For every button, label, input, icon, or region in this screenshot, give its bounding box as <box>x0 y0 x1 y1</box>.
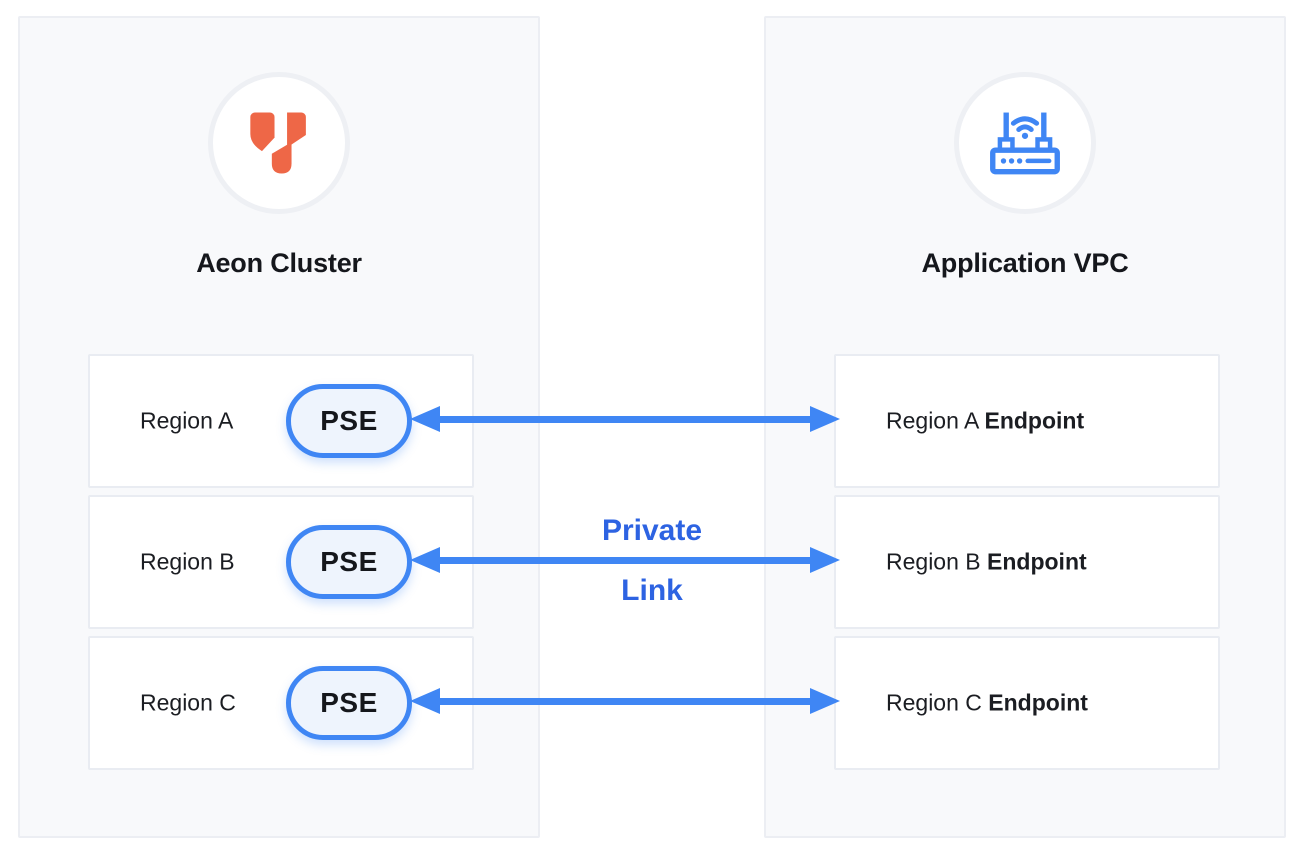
region-c-endpoint-label: Region C Endpoint <box>886 689 1088 716</box>
region-b-endpoint-label: Region B Endpoint <box>886 548 1087 575</box>
region-b-endpoint-row: Region B Endpoint <box>834 495 1220 629</box>
arrow-shaft <box>440 697 810 705</box>
private-link-arrow-region-a <box>410 406 840 432</box>
arrow-left-head-icon <box>410 406 440 432</box>
region-a-label: Region A <box>140 407 234 434</box>
aeon-logo-icon <box>250 112 306 174</box>
left-panel-title: Aeon Cluster <box>196 248 362 278</box>
region-b-label: Region B <box>140 548 235 575</box>
arrow-right-head-icon <box>810 406 840 432</box>
pse-badge-region-b: PSE <box>286 525 412 599</box>
region-c-endpoint-row: Region C Endpoint <box>834 636 1220 770</box>
private-link-label-line1: Private <box>601 514 703 547</box>
private-link-arrow-region-b <box>410 547 840 573</box>
region-b-row: Region B PSE <box>88 495 474 629</box>
arrow-left-head-icon <box>410 547 440 573</box>
arrow-right-head-icon <box>810 547 840 573</box>
region-a-row: Region A PSE <box>88 354 474 488</box>
arrow-left-head-icon <box>410 688 440 714</box>
pse-badge-region-c: PSE <box>286 666 412 740</box>
aeon-logo-badge <box>208 72 350 214</box>
right-panel-title: Application VPC <box>921 248 1129 278</box>
router-icon <box>990 112 1060 175</box>
router-badge <box>954 72 1096 214</box>
region-a-endpoint-row: Region A Endpoint <box>834 354 1220 488</box>
private-link-arrow-region-c <box>410 688 840 714</box>
arrow-right-head-icon <box>810 688 840 714</box>
private-link-label-line2: Link <box>621 574 683 607</box>
region-c-label: Region C <box>140 689 236 716</box>
arrow-shaft <box>440 556 810 564</box>
pse-badge-region-a: PSE <box>286 384 412 458</box>
arrow-shaft <box>440 415 810 423</box>
region-a-endpoint-label: Region A Endpoint <box>886 407 1085 434</box>
region-c-row: Region C PSE <box>88 636 474 770</box>
aeon-cluster-panel: Aeon Cluster Region A PSE Region B PSE R… <box>18 16 540 838</box>
application-vpc-panel: Application VPC Region A Endpoint Region… <box>764 16 1286 838</box>
